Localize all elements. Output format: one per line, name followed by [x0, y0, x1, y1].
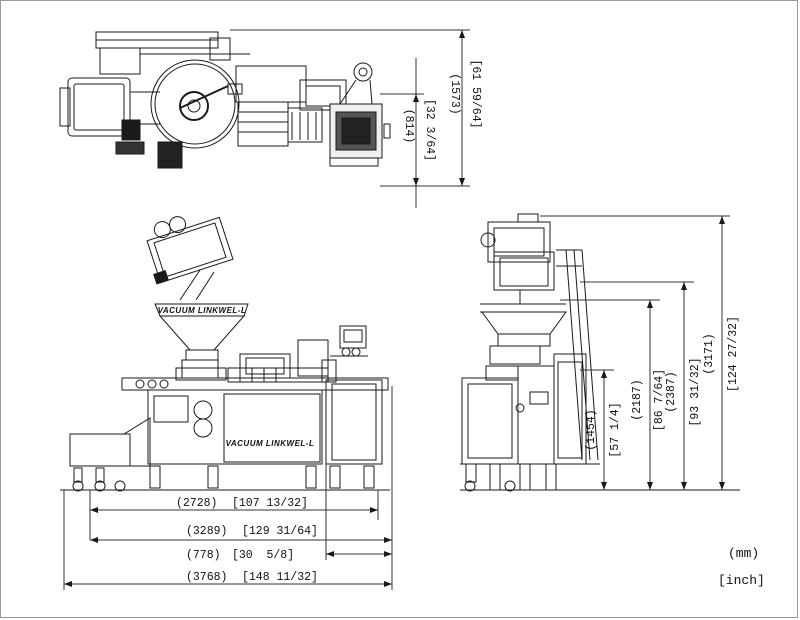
top-dim-width-mm: (814)	[402, 109, 415, 144]
front-view	[60, 216, 393, 590]
side-dim-2-in: [86 7/64]	[653, 369, 666, 431]
front-dim-c-in: [30 5/8]	[232, 549, 294, 562]
side-dim-3-in: [93 31/32]	[689, 357, 702, 426]
body-brand-label: VACUUM LINKWEL-L	[226, 439, 315, 448]
unit-inch: [inch]	[718, 573, 765, 588]
side-dim-3-mm: (2387)	[665, 371, 678, 412]
front-dim-a-in: [107 13/32]	[232, 497, 308, 510]
front-dim-c-mm: (778)	[186, 549, 221, 562]
front-dim-d-mm: (3768)	[186, 571, 227, 584]
top-dim-depth-in: [61 59/64]	[469, 59, 482, 128]
side-dim-2-mm: (2187)	[631, 379, 644, 420]
side-dim-4-in: [124 27/32]	[727, 316, 740, 392]
top-dim-width-in: [32 3/64]	[423, 99, 436, 161]
front-dim-d-in: [148 11/32]	[242, 571, 318, 584]
top-dim-depth-mm: (1573)	[448, 73, 461, 114]
front-dim-b-in: [129 31/64]	[242, 525, 318, 538]
front-dim-a-mm: (2728)	[176, 497, 217, 510]
side-dim-4-mm: (3171)	[703, 333, 716, 374]
side-dim-1-in: [57 1/4]	[609, 402, 622, 457]
top-view	[59, 29, 470, 208]
side-view	[460, 213, 740, 492]
side-dim-1-mm: (1454)	[585, 409, 598, 450]
front-dim-b-mm: (3289)	[186, 525, 227, 538]
hopper-brand-label: VACUUM LINKWEL-L	[158, 306, 247, 315]
unit-mm: (mm)	[728, 546, 759, 561]
